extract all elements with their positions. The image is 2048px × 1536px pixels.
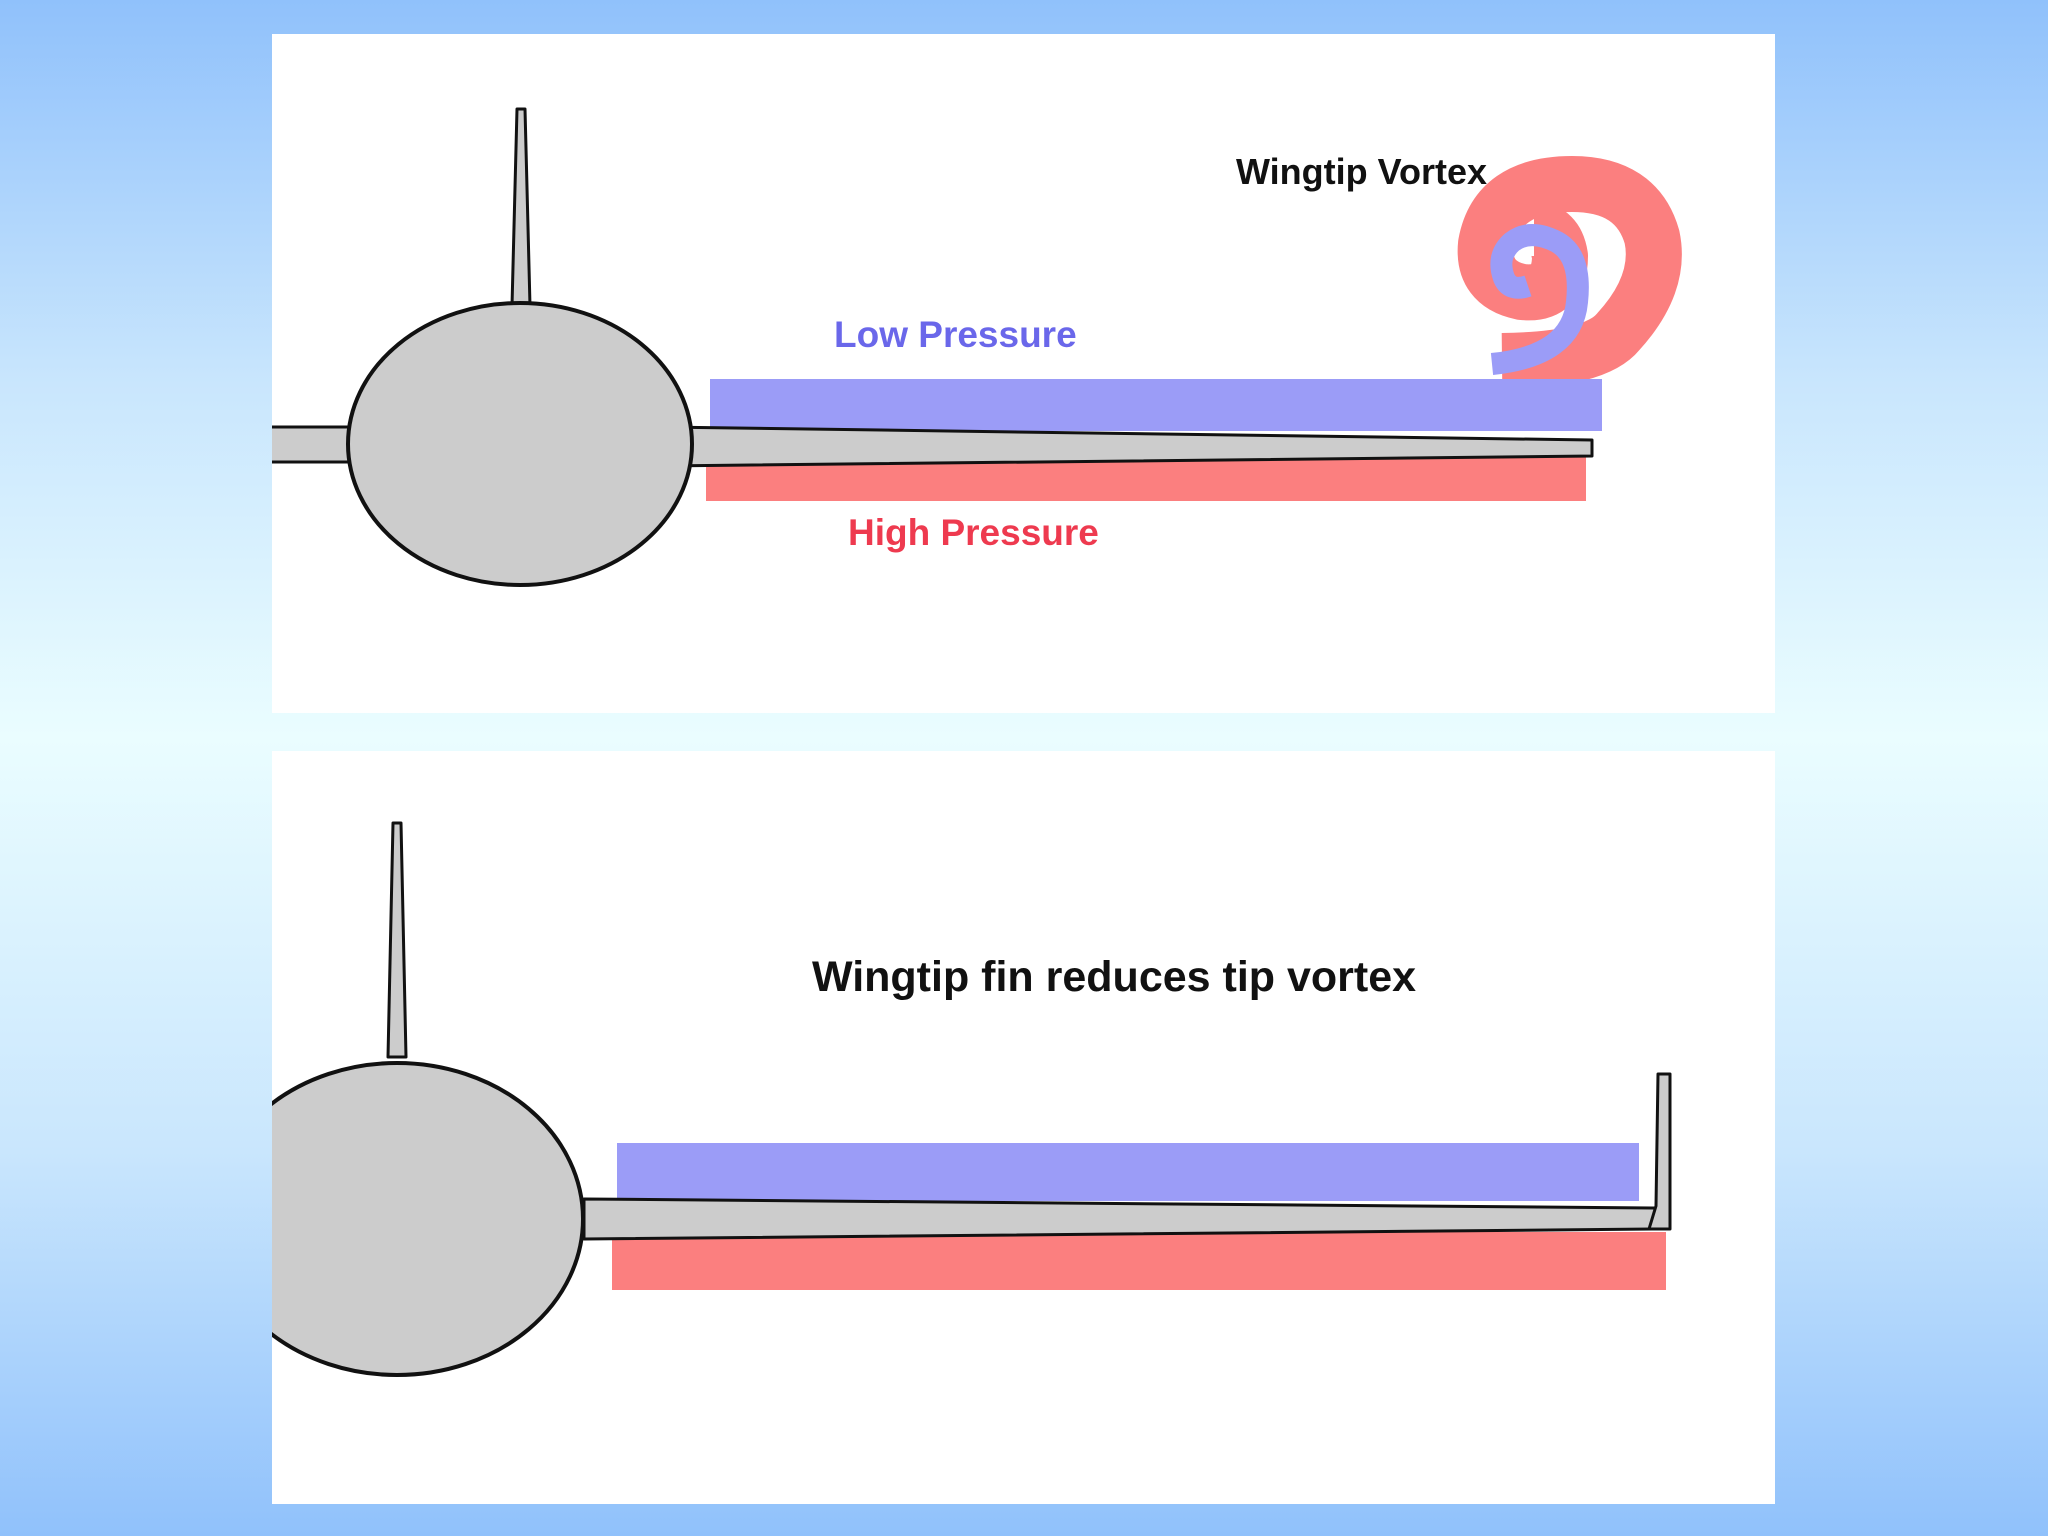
wingtip-vortex-panel: Wingtip Vortex Low Pressure High Pressur… <box>272 34 1775 713</box>
low-pressure-band <box>617 1143 1639 1201</box>
wingtip-fin-panel: Wingtip fin reduces tip vortex <box>272 751 1775 1504</box>
wingtip-fin-diagram: Wingtip fin reduces tip vortex <box>272 821 1672 1377</box>
high-pressure-vortex-band <box>1457 156 1682 389</box>
wingtip-fin <box>1647 1072 1672 1231</box>
wingtip-fin-title: Wingtip fin reduces tip vortex <box>812 953 1416 1001</box>
low-pressure-label: Low Pressure <box>834 314 1077 355</box>
high-pressure-band <box>612 1232 1666 1290</box>
wingtip-vortex-diagram: Wingtip Vortex Low Pressure High Pressur… <box>272 107 1682 587</box>
high-pressure-label: High Pressure <box>848 512 1099 553</box>
tail-fin <box>510 107 532 308</box>
wingtip-vortex-title: Wingtip Vortex <box>1236 151 1487 192</box>
left-wing-stub <box>272 425 358 464</box>
low-pressure-band <box>710 379 1602 431</box>
fuselage <box>346 301 694 587</box>
low-pressure-vortex-band <box>1490 224 1589 375</box>
fuselage <box>272 1061 585 1377</box>
tail-fin <box>386 821 408 1059</box>
